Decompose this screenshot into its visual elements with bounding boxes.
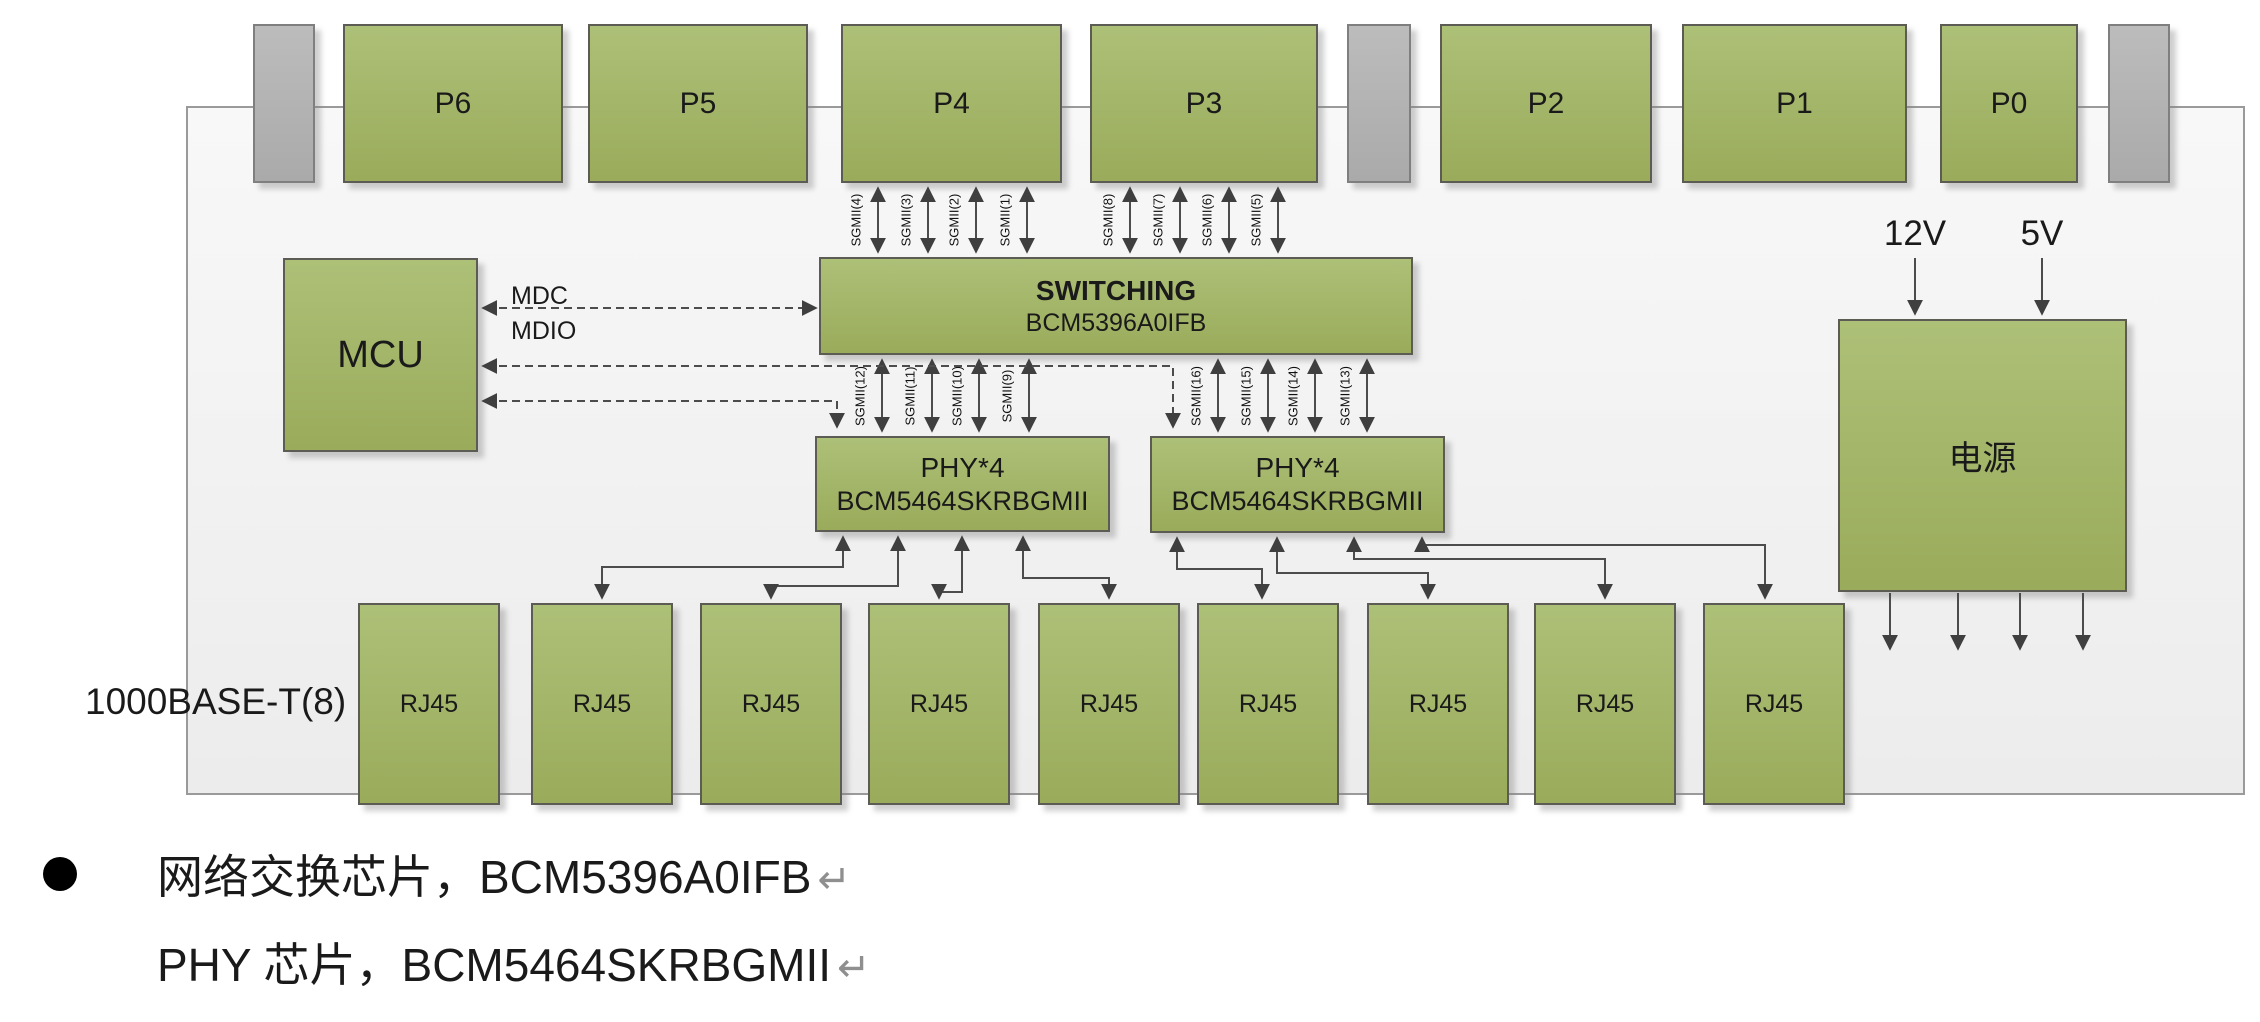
sgmii-label: SGMII(12) bbox=[852, 366, 868, 426]
rj45-label: RJ45 bbox=[741, 689, 801, 718]
note-text: 网络交换芯片，BCM5396A0IFB↵ bbox=[157, 841, 851, 907]
rj45-block-8: RJ45 bbox=[1534, 603, 1676, 805]
sgmii-label: SGMII(16) bbox=[1188, 366, 1204, 426]
port-block-p0: P0 bbox=[1940, 24, 2078, 183]
rj45-label: RJ45 bbox=[1238, 689, 1298, 718]
sgmii-label: SGMII(3) bbox=[898, 193, 914, 247]
port-block-p1: P1 bbox=[1682, 24, 1907, 183]
phy-left-block: PHY*4 BCM5464SKRBGMII bbox=[815, 436, 1110, 532]
note-text: PHY 芯片，BCM5464SKRBGMII↵ bbox=[157, 929, 871, 995]
rj45-label: RJ45 bbox=[1575, 689, 1635, 718]
port-spacer-left bbox=[253, 24, 315, 183]
port-label: P6 bbox=[434, 86, 472, 120]
bullet-icon bbox=[43, 857, 77, 891]
phy-right-block: PHY*4 BCM5464SKRBGMII bbox=[1150, 436, 1445, 533]
sgmii-label: SGMII(7) bbox=[1150, 193, 1166, 247]
rj45-block-4: RJ45 bbox=[868, 603, 1010, 805]
port-block-p3: P3 bbox=[1090, 24, 1318, 183]
port-label: P2 bbox=[1527, 86, 1565, 120]
sgmii-label: SGMII(5) bbox=[1248, 193, 1264, 247]
port-label: P3 bbox=[1185, 86, 1223, 120]
rj45-block-3: RJ45 bbox=[700, 603, 842, 805]
rj45-block-9: RJ45 bbox=[1703, 603, 1845, 805]
port-label: P4 bbox=[933, 86, 970, 120]
port-label: P0 bbox=[1990, 86, 2028, 120]
sgmii-label: SGMII(11) bbox=[902, 366, 918, 426]
sgmii-label: SGMII(13) bbox=[1337, 366, 1353, 426]
sgmii-label: SGMII(4) bbox=[848, 193, 864, 247]
phy-title: PHY*4 bbox=[920, 451, 1005, 483]
sgmii-label: SGMII(10) bbox=[949, 366, 965, 426]
rj45-label: RJ45 bbox=[1744, 689, 1804, 718]
mcu-label: MCU bbox=[337, 333, 424, 376]
voltage-12v-label: 12V bbox=[1883, 214, 1947, 253]
switching-title: SWITCHING bbox=[1035, 274, 1197, 306]
ports-side-label: 1000BASE-T(8) bbox=[85, 681, 347, 722]
rj45-label: RJ45 bbox=[909, 689, 969, 718]
phy-chip-name: BCM5464SKRBGMII bbox=[1171, 486, 1424, 517]
rj45-block-7: RJ45 bbox=[1367, 603, 1509, 805]
sgmii-label: SGMII(15) bbox=[1238, 366, 1254, 426]
return-mark-icon: ↵ bbox=[837, 946, 871, 990]
switching-block: SWITCHING BCM5396A0IFB bbox=[819, 257, 1413, 355]
return-mark-icon: ↵ bbox=[817, 858, 851, 902]
mdio-label: MDIO bbox=[511, 317, 577, 345]
rj45-block-2: RJ45 bbox=[531, 603, 673, 805]
sgmii-label: SGMII(14) bbox=[1285, 366, 1301, 426]
power-block: 电源 bbox=[1838, 319, 2127, 592]
port-spacer-middle bbox=[1347, 24, 1411, 183]
port-block-p5: P5 bbox=[588, 24, 808, 183]
port-block-p6: P6 bbox=[343, 24, 563, 183]
rj45-block-1: RJ45 bbox=[358, 603, 500, 805]
rj45-label: RJ45 bbox=[399, 689, 459, 718]
port-block-p2: P2 bbox=[1440, 24, 1652, 183]
mdc-label: MDC bbox=[511, 282, 568, 310]
phy-chip-name: BCM5464SKRBGMII bbox=[836, 485, 1089, 516]
rj45-block-5: RJ45 bbox=[1038, 603, 1180, 805]
sgmii-label: SGMII(6) bbox=[1199, 193, 1215, 247]
port-label: P1 bbox=[1776, 86, 1813, 120]
rj45-block-6: RJ45 bbox=[1197, 603, 1339, 805]
port-block-p4: P4 bbox=[841, 24, 1062, 183]
sgmii-label: SGMII(9) bbox=[999, 369, 1015, 423]
port-label: P5 bbox=[679, 86, 717, 120]
rj45-label: RJ45 bbox=[572, 689, 632, 718]
voltage-5v-label: 5V bbox=[2020, 214, 2064, 253]
sgmii-label: SGMII(8) bbox=[1100, 193, 1116, 247]
power-label: 电源 bbox=[1948, 439, 2017, 479]
note-text-value: PHY 芯片，BCM5464SKRBGMII bbox=[157, 939, 832, 991]
phy-title: PHY*4 bbox=[1255, 452, 1340, 484]
mcu-block: MCU bbox=[283, 258, 478, 452]
note-text-value: 网络交换芯片，BCM5396A0IFB bbox=[157, 851, 812, 903]
rj45-label: RJ45 bbox=[1408, 689, 1468, 718]
sgmii-label: SGMII(2) bbox=[946, 193, 962, 247]
port-spacer-right bbox=[2108, 24, 2170, 183]
sgmii-label: SGMII(1) bbox=[997, 193, 1013, 247]
switching-chip-name: BCM5396A0IFB bbox=[1025, 308, 1207, 337]
rj45-label: RJ45 bbox=[1079, 689, 1139, 718]
